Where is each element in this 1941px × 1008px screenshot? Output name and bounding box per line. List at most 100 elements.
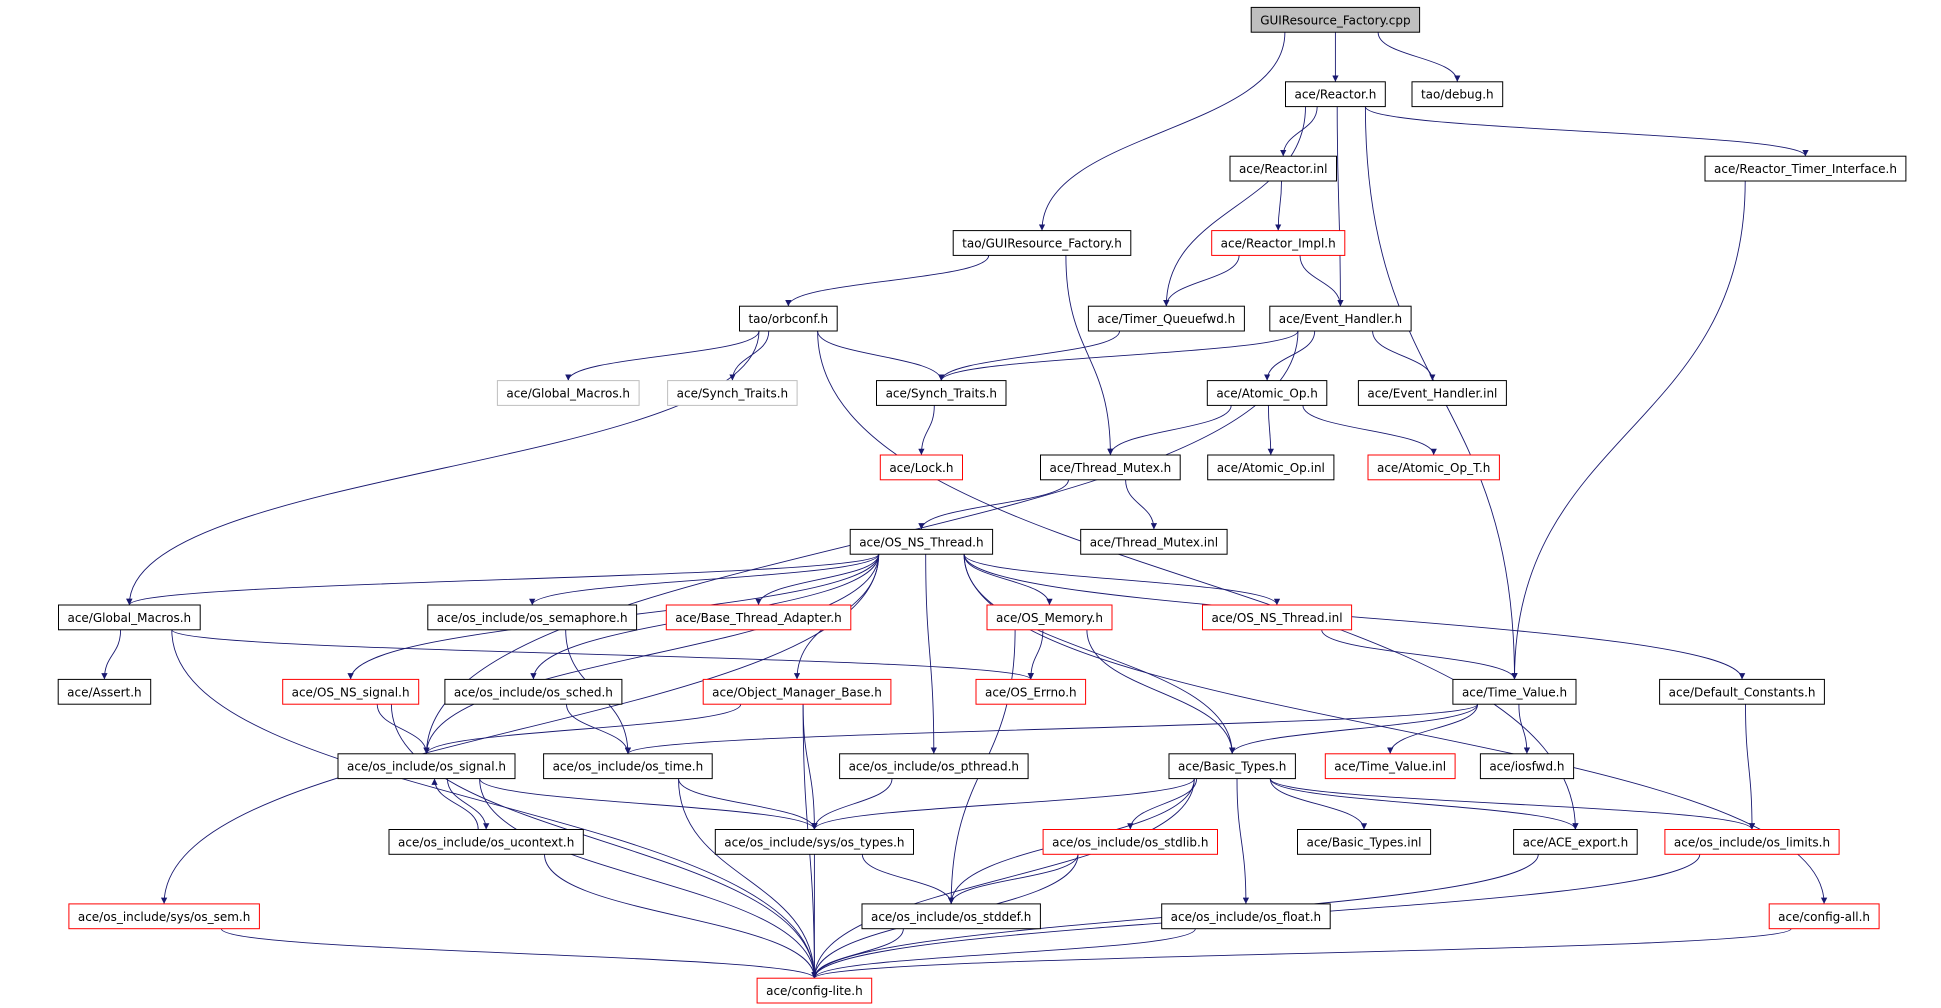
- node-box: [58, 604, 201, 631]
- edge-pthr-to-systypes: [811, 778, 893, 830]
- node-box: [1207, 454, 1335, 481]
- node-ace-os-include-os-signal-h[interactable]: ace/os_include/os_signal.h: [337, 753, 516, 780]
- node-ace-basic-types-inl[interactable]: ace/Basic_Types.inl: [1297, 829, 1432, 855]
- node-ace-os-ns-thread-inl[interactable]: ace/OS_NS_Thread.inl: [1202, 604, 1353, 631]
- node-ace-event-handler-inl[interactable]: ace/Event_Handler.inl: [1357, 380, 1507, 406]
- node-box: [665, 604, 852, 631]
- node-ace-reactor-inl[interactable]: ace/Reactor.inl: [1229, 155, 1337, 182]
- node-box: [1659, 678, 1825, 705]
- node-box: [1513, 829, 1638, 855]
- node-ace-os-include-sys-os-types-h[interactable]: ace/os_include/sys/os_types.h: [714, 829, 914, 855]
- edge-gm-to-assert: [101, 629, 122, 680]
- edge-gm-to-cfglite: [171, 629, 818, 979]
- node-ace-os-include-os-sched-h[interactable]: ace/os_include/os_sched.h: [444, 678, 623, 705]
- node-ace-base-thread-adapter-h[interactable]: ace/Base_Thread_Adapter.h: [665, 604, 852, 631]
- node-ace-object-manager-base-h[interactable]: ace/Object_Manager_Base.h: [702, 678, 892, 705]
- node-ace-os-include-sys-os-sem-h[interactable]: ace/os_include/sys/os_sem.h: [68, 903, 260, 930]
- node-ace-thread-mutex-h[interactable]: ace/Thread_Mutex.h: [1040, 454, 1181, 481]
- node-ace-iosfwd-h[interactable]: ace/iosfwd.h: [1479, 753, 1575, 780]
- edge-gm-to-errno: [171, 629, 1034, 680]
- node-ace-os-include-os-semaphore-h[interactable]: ace/os_include/os_semaphore.h: [427, 604, 638, 631]
- node-guiresource-factory-cpp[interactable]: GUIResource_Factory.cpp: [1250, 6, 1421, 33]
- edge-ostime-to-cfglite: [678, 778, 818, 979]
- edge-uctx-to-cfglite: [544, 854, 818, 979]
- edge-ostime-to-systypes: [678, 778, 818, 830]
- node-label: ace/iosfwd.h: [1489, 760, 1564, 774]
- node-ace-config-lite-h[interactable]: ace/config-lite.h: [756, 977, 873, 1004]
- node-ace-os-ns-signal-h[interactable]: ace/OS_NS_signal.h: [282, 678, 420, 705]
- node-ace-synch-traits-h[interactable]: ace/Synch_Traits.h: [876, 380, 1007, 406]
- node-ace-os-include-os-time-h[interactable]: ace/os_include/os_time.h: [543, 753, 713, 780]
- edge-orbconf-to-aceexp: [817, 330, 1579, 830]
- edge-uctx-to-sig: [431, 778, 479, 830]
- node-box: [861, 903, 1041, 930]
- edge-st-to-lock: [918, 405, 935, 456]
- node-ace-atomic-op-inl[interactable]: ace/Atomic_Op.inl: [1207, 454, 1335, 481]
- node-box: [1269, 305, 1412, 332]
- node-ace-lock-h[interactable]: ace/Lock.h: [879, 454, 963, 481]
- node-box: [1161, 903, 1331, 930]
- node-box: [839, 753, 1029, 780]
- edge-reactor-to-reactorinl: [1280, 106, 1318, 157]
- node-tao-debug-h[interactable]: tao/debug.h: [1411, 81, 1504, 108]
- edge-stdlib-to-stddef: [948, 854, 1079, 904]
- node-ace-os-memory-h[interactable]: ace/OS_Memory.h: [986, 604, 1113, 631]
- node-box: [1452, 678, 1577, 705]
- node-box: [444, 678, 623, 705]
- edge-evh-to-atom: [1263, 330, 1316, 381]
- edge-osnssig-to-sig: [376, 704, 430, 754]
- node-label: ace/os_include/sys/os_types.h: [724, 835, 904, 849]
- node-label: ace/os_include/os_pthread.h: [849, 760, 1019, 774]
- edge-osnst-to-dc: [963, 554, 1746, 680]
- node-box: [1040, 454, 1181, 481]
- node-ace-config-all-h[interactable]: ace/config-all.h: [1768, 903, 1880, 930]
- node-ace-global-macros-h-external[interactable]: ace/Global_Macros.h: [496, 380, 640, 406]
- node-ace-os-include-os-stddef-h[interactable]: ace/os_include/os_stddef.h: [861, 903, 1041, 930]
- node-label: ace/os_include/os_sched.h: [454, 685, 613, 699]
- node-ace-global-macros-h[interactable]: ace/Global_Macros.h: [58, 604, 201, 631]
- node-ace-os-include-os-limits-h[interactable]: ace/os_include/os_limits.h: [1664, 829, 1840, 855]
- node-ace-thread-mutex-inl[interactable]: ace/Thread_Mutex.inl: [1080, 528, 1228, 555]
- node-tao-guiresource-factory-h[interactable]: tao/GUIResource_Factory.h: [952, 230, 1132, 256]
- edge-orbconf-to-stx: [729, 330, 770, 381]
- node-ace-ace-export-h[interactable]: ace/ACE_export.h: [1513, 829, 1638, 855]
- node-label: ace/Thread_Mutex.inl: [1090, 535, 1218, 549]
- node-label: ace/Reactor.h: [1294, 88, 1376, 102]
- node-ace-os-include-os-float-h[interactable]: ace/os_include/os_float.h: [1161, 903, 1331, 930]
- node-box: [1367, 454, 1500, 481]
- edge-osnstinl-to-tv: [1321, 629, 1518, 680]
- node-ace-timer-queuefwd-h[interactable]: ace/Timer_Queuefwd.h: [1087, 305, 1245, 332]
- edge-osnst-to-osnstinl: [963, 554, 1281, 606]
- node-box: [1206, 380, 1328, 406]
- node-tao-orbconf-h[interactable]: tao/orbconf.h: [739, 305, 838, 332]
- node-ace-os-include-os-ucontext-h[interactable]: ace/os_include/os_ucontext.h: [388, 829, 584, 855]
- node-label: ace/os_include/os_semaphore.h: [437, 611, 628, 625]
- node-ace-synch-traits-h-external[interactable]: ace/Synch_Traits.h: [667, 380, 798, 406]
- node-ace-default-constants-h[interactable]: ace/Default_Constants.h: [1659, 678, 1825, 705]
- node-label: ace/OS_NS_Thread.h: [859, 535, 983, 549]
- edge-osnst-to-bt: [963, 554, 1236, 754]
- node-ace-event-handler-h[interactable]: ace/Event_Handler.h: [1269, 305, 1412, 332]
- edge-root-to-guirf: [1038, 32, 1286, 231]
- node-label: ace/Time_Value.h: [1462, 685, 1567, 699]
- node-ace-os-errno-h[interactable]: ace/OS_Errno.h: [975, 678, 1087, 705]
- node-ace-os-include-os-pthread-h[interactable]: ace/os_include/os_pthread.h: [839, 753, 1029, 780]
- edge-sig-to-uctx: [446, 778, 490, 830]
- node-ace-atomic-op-t-h[interactable]: ace/Atomic_Op_T.h: [1367, 454, 1500, 481]
- node-label: ace/Reactor_Impl.h: [1221, 237, 1336, 251]
- node-ace-os-include-os-stdlib-h[interactable]: ace/os_include/os_stdlib.h: [1042, 829, 1218, 855]
- node-ace-time-value-h[interactable]: ace/Time_Value.h: [1452, 678, 1577, 705]
- node-box: [388, 829, 584, 855]
- edge-osnst-to-sig: [423, 554, 880, 754]
- node-ace-atomic-op-h[interactable]: ace/Atomic_Op.h: [1206, 380, 1328, 406]
- node-ace-assert-h[interactable]: ace/Assert.h: [57, 678, 152, 705]
- node-ace-os-ns-thread-h[interactable]: ace/OS_NS_Thread.h: [849, 528, 994, 555]
- node-box: [667, 380, 798, 406]
- node-ace-time-value-inl[interactable]: ace/Time_Value.inl: [1324, 753, 1456, 780]
- node-ace-reactor-impl-h[interactable]: ace/Reactor_Impl.h: [1211, 230, 1346, 256]
- edge-tmx-to-tmxinl: [1125, 479, 1158, 530]
- edge-sched-to-ostime: [566, 704, 632, 754]
- node-ace-reactor-timer-interface-h[interactable]: ace/Reactor_Timer_Interface.h: [1704, 155, 1907, 182]
- node-ace-basic-types-h[interactable]: ace/Basic_Types.h: [1168, 753, 1296, 780]
- node-ace-reactor-h[interactable]: ace/Reactor.h: [1285, 81, 1386, 108]
